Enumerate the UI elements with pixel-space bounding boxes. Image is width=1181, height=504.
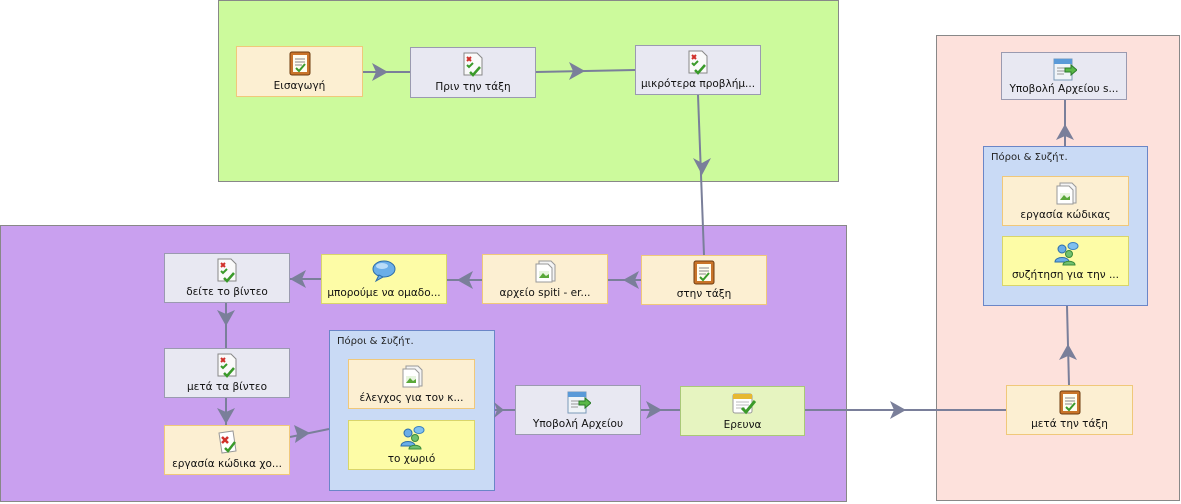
arrowhead	[494, 402, 504, 418]
group-title: Πόροι & Συζήτ.	[991, 152, 1068, 163]
node-label: το χωριό	[387, 453, 436, 465]
forum-users-icon	[1053, 242, 1078, 266]
arrowhead	[646, 401, 662, 419]
edge-mikrotera-stintaxi	[697, 94, 705, 256]
node-meta-vinteo[interactable]: μετά τα βίντεο	[164, 348, 290, 398]
node-xorio[interactable]: το χωριό	[348, 420, 475, 470]
node-syzitisi[interactable]: συζήτηση για την ...	[1002, 236, 1129, 286]
node-eisagogi[interactable]: Εισαγωγή	[236, 46, 363, 97]
arrowhead	[294, 425, 310, 443]
node-ypovoli-s[interactable]: Υποβολή Αρχείου s...	[1001, 52, 1127, 100]
node-label: εργασία κώδικα χο...	[172, 458, 282, 470]
checklist-icon	[217, 258, 237, 283]
arrowhead	[1059, 344, 1077, 360]
node-label: Υποβολή Αρχείου	[532, 418, 624, 430]
arrowhead	[1056, 124, 1074, 140]
node-mikrotera[interactable]: μικρότερα προβλήμ...	[635, 45, 761, 95]
node-label: μπορούμε να ομαδο...	[327, 287, 441, 299]
node-arxeio-spiti[interactable]: αρχείο spiti - er...	[482, 254, 608, 304]
arrowhead	[693, 158, 711, 175]
arrowhead	[623, 271, 639, 289]
node-label: μικρότερα προβλήμ...	[640, 78, 756, 90]
checklist-icon	[217, 353, 237, 378]
image-file-icon	[1056, 182, 1076, 205]
node-erevna[interactable]: Ερευνα	[680, 386, 805, 436]
node-label: Ερευνα	[723, 419, 762, 431]
clipboard-icon	[1059, 390, 1080, 415]
arrowhead	[569, 62, 585, 80]
node-label: έλεγχος για τον κ...	[359, 392, 464, 404]
clipboard-icon	[289, 51, 310, 76]
checklist-icon	[688, 50, 708, 75]
node-label: συζήτηση για την ...	[1012, 269, 1119, 281]
node-label: Πριν την τάξη	[435, 81, 511, 93]
arrowhead	[372, 63, 388, 81]
node-ergasia-xo[interactable]: εργασία κώδικα χο...	[164, 425, 290, 475]
group-title: Πόροι & Συζήτ.	[337, 336, 414, 347]
node-prin[interactable]: Πριν την τάξη	[410, 47, 536, 98]
node-mporoume[interactable]: μπορούμε να ομαδο...	[321, 254, 447, 304]
node-label: δείτε το βίντεο	[186, 286, 268, 298]
arrowhead	[217, 408, 235, 424]
node-label: αρχείο spiti - er...	[499, 287, 591, 299]
node-label: μετά την τάξη	[1031, 418, 1108, 430]
arrowhead	[217, 310, 235, 326]
speech-bubble-icon	[372, 260, 396, 283]
arrowhead	[890, 401, 906, 419]
node-ergasia-kodikas[interactable]: εργασία κώδικας	[1002, 176, 1129, 226]
image-file-icon	[535, 260, 556, 283]
upload-file-icon	[567, 391, 591, 414]
clipboard-icon	[693, 260, 715, 285]
node-label: μετά τα βίντεο	[186, 381, 268, 393]
forum-users-icon	[399, 426, 424, 450]
arrowhead	[290, 270, 306, 288]
calendar-check-icon	[732, 393, 756, 415]
node-stin-taxi[interactable]: στην τάξη	[641, 255, 767, 305]
assignment-x-icon	[218, 430, 237, 454]
arrowhead	[457, 271, 473, 289]
node-label: Υποβολή Αρχείου s...	[1009, 83, 1119, 95]
node-deite[interactable]: δείτε το βίντεο	[164, 253, 290, 303]
edge-prin-mikrotera	[535, 69, 636, 73]
checklist-icon	[463, 52, 483, 77]
upload-file-icon	[1053, 58, 1077, 81]
image-file-icon	[402, 365, 422, 388]
node-label: Εισαγωγή	[273, 80, 326, 92]
node-label: στην τάξη	[676, 288, 732, 300]
node-ypovoli[interactable]: Υποβολή Αρχείου	[515, 385, 641, 435]
node-meta-taxi[interactable]: μετά την τάξη	[1006, 385, 1133, 435]
node-label: εργασία κώδικας	[1020, 209, 1111, 221]
node-elegxos[interactable]: έλεγχος για τον κ...	[348, 359, 475, 409]
